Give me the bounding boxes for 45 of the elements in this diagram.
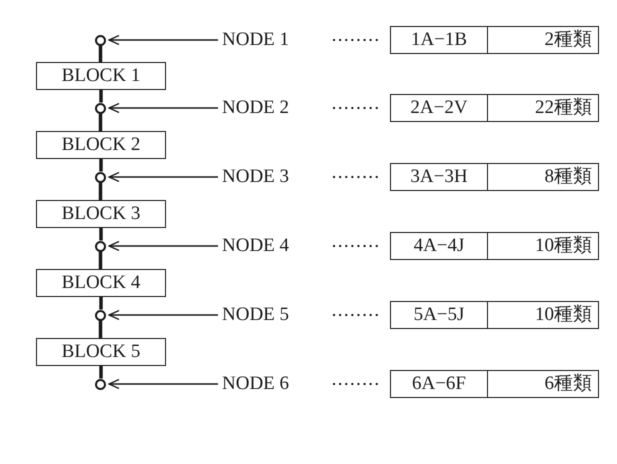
count-cell: 6種類 <box>487 370 599 398</box>
node-label: NODE 3 <box>222 164 324 190</box>
junction-circle <box>95 172 106 182</box>
count-cell: 2種類 <box>487 26 599 54</box>
count-cell: 10種類 <box>487 301 599 329</box>
connector-line <box>99 297 103 310</box>
code-range-cell: 2A−2V <box>390 94 488 122</box>
junction-circle <box>95 34 106 46</box>
connector-line <box>99 228 103 240</box>
code-range-cell: 4A−4J <box>390 232 488 260</box>
block-box: BLOCK 5 <box>36 338 166 366</box>
block-box: BLOCK 3 <box>36 200 166 228</box>
arrow <box>108 378 218 390</box>
code-range-cell: 5A−5J <box>390 301 488 329</box>
junction-circle <box>95 310 106 320</box>
junction-circle <box>95 378 106 390</box>
arrow <box>108 310 218 320</box>
node-label: NODE 4 <box>222 233 324 259</box>
connector-line <box>98 320 102 338</box>
node-label: NODE 6 <box>222 371 324 397</box>
count-cell: 22種類 <box>487 94 599 122</box>
block-box: BLOCK 2 <box>36 131 166 159</box>
code-range-cell: 1A−1B <box>390 26 488 54</box>
arrow <box>108 240 218 252</box>
connector-line <box>99 90 103 102</box>
code-range-cell: 3A−3H <box>390 163 488 191</box>
connector-line <box>98 252 102 269</box>
arrow <box>108 34 218 46</box>
connector-line <box>98 114 102 131</box>
block-box: BLOCK 1 <box>36 62 166 90</box>
arrow <box>108 102 218 114</box>
block-box: BLOCK 4 <box>36 269 166 297</box>
code-range-cell: 6A−6F <box>390 370 488 398</box>
count-cell: 8種類 <box>487 163 599 191</box>
connector-line <box>99 366 103 378</box>
node-label: NODE 2 <box>222 95 324 121</box>
junction-circle <box>95 240 106 252</box>
connector-line <box>98 182 102 200</box>
node-label: NODE 1 <box>222 27 324 53</box>
junction-circle <box>95 102 106 114</box>
count-cell: 10種類 <box>487 232 599 260</box>
connector-line <box>98 46 102 62</box>
node-label: NODE 5 <box>222 302 324 328</box>
arrow <box>108 172 218 182</box>
connector-line <box>99 159 103 172</box>
